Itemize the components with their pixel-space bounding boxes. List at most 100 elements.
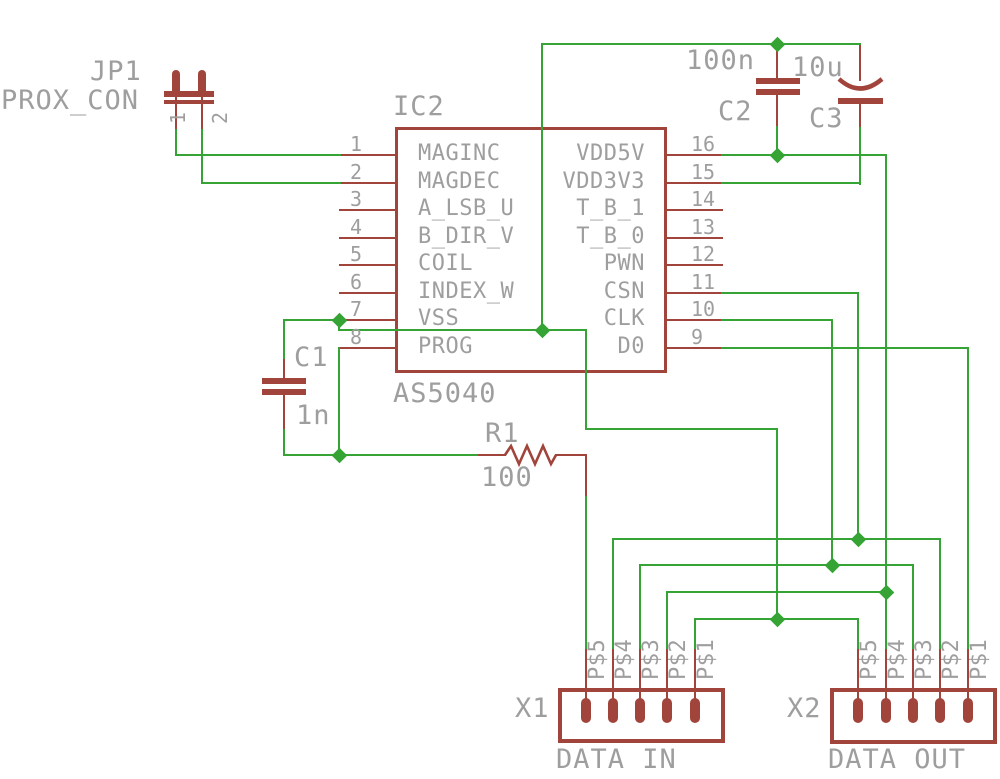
component-lead [283,357,285,380]
wire-segment [541,43,543,331]
x1-connector-pad[interactable] [581,698,591,723]
component-shape [172,70,180,97]
x1-pin-lead [585,647,587,703]
ic-pin-stub-16 [666,154,723,156]
x1-pin-lead [694,647,696,703]
component-lead [175,95,177,131]
wire-segment [283,319,285,359]
ic2-ref-label: IC2 [393,91,445,122]
x1-connector-pad[interactable] [662,698,672,723]
ic2-body[interactable] [395,127,667,373]
ic-pin-number-4: 4 [350,215,363,239]
ic-pin-label-INDEX_W: INDEX_W [418,279,515,304]
c2-value-label: 100n [686,45,756,76]
x2-connector-pad[interactable] [963,698,973,723]
wire-segment [885,154,887,649]
wire-segment [721,319,833,321]
ic-pin-stub-1 [339,154,396,156]
x2-pin-lead [939,647,941,703]
ic-pin-number-1: 1 [350,132,363,156]
x2-pin-label-P2: P$2 [939,638,964,680]
r1-value-label: 100 [481,462,533,493]
component-lead [859,102,861,129]
wire-segment [776,428,778,620]
x2-pin-lead [912,647,914,703]
component-lead [283,393,285,431]
wire-segment [721,154,887,156]
ic-pin-label-MAGDEC: MAGDEC [418,169,501,194]
wire-segment [721,182,861,184]
wire-segment [939,538,941,649]
wire-segment [721,347,969,349]
x1-pin-label-P5: P$5 [585,638,610,680]
wire-segment [612,538,941,540]
component-shape [262,389,306,395]
wire-segment [585,329,587,430]
ic-pin-stub-2 [339,182,396,184]
x2-pin-lead [857,647,859,703]
wire-segment [338,347,340,456]
c2-ref-label: C2 [718,96,753,127]
component-shape [838,98,883,104]
x1-pin-label-P2: P$2 [666,638,691,680]
c1-value-label: 1n [296,400,331,431]
x2-pin-label-P5: P$5 [857,638,882,680]
x1-connector-pad[interactable] [608,698,618,723]
x1-connector-pad[interactable] [635,698,645,723]
wire-segment [639,564,641,649]
ic-pin-label-CLK: CLK [603,306,645,331]
wire-segment [666,591,668,649]
ic-pin-stub-13 [666,237,723,239]
x2-pin-label-P4: P$4 [885,638,910,680]
ic-pin-number-11: 11 [691,270,716,294]
wire-segment [859,127,861,185]
ic-pin-stub-9 [666,347,723,349]
ic-pin-number-15: 15 [691,160,716,184]
x1-pin-lead [666,647,668,703]
component-lead [201,95,203,131]
wire-segment [721,292,859,294]
r1-ref-label: R1 [485,418,520,449]
x2-ref-label: X2 [787,693,822,724]
ic-pin-number-8: 8 [350,325,363,349]
x2-connector-pad[interactable] [881,698,891,723]
x2-connector-pad[interactable] [853,698,863,723]
ic-pin-number-2: 2 [350,160,363,184]
wire-segment [283,429,285,456]
ic-pin-label-PWN: PWN [603,251,645,276]
ic-pin-number-12: 12 [691,242,716,266]
component-lead [859,43,861,81]
ic-pin-number-14: 14 [691,187,716,211]
x1-value-label: DATA IN [556,744,677,775]
wire-segment [639,564,914,566]
ic-pin-label-PROG: PROG [418,334,473,359]
wire-segment [585,496,587,649]
ic-pin-number-7: 7 [350,297,363,321]
ic-pin-label-COIL: COIL [418,251,473,276]
c3-ref-label: C3 [809,103,844,134]
component-lead [585,454,587,498]
ic-pin-stub-6 [339,292,396,294]
wire-segment [175,154,341,156]
wire-junction-dot [769,147,785,163]
wire-segment [776,126,778,157]
wire-segment [283,319,340,321]
x1-connector-body[interactable] [558,688,725,743]
x2-connector-pad[interactable] [935,698,945,723]
ic-pin-number-6: 6 [350,270,363,294]
wire-segment [612,538,614,649]
component-shape [756,78,800,84]
x2-connector-pad[interactable] [908,698,918,723]
jp1-pin-number-2: 2 [208,111,232,124]
ic-pin-stub-12 [666,264,723,266]
component-shape [262,378,306,384]
wire-junction-dot [769,611,785,627]
wire-junction-dot [769,36,785,52]
ic-pin-number-16: 16 [691,132,716,156]
wire-segment [857,618,859,649]
ic-pin-stub-8 [339,347,396,349]
component-lead [476,454,506,456]
x1-connector-pad[interactable] [690,698,700,723]
